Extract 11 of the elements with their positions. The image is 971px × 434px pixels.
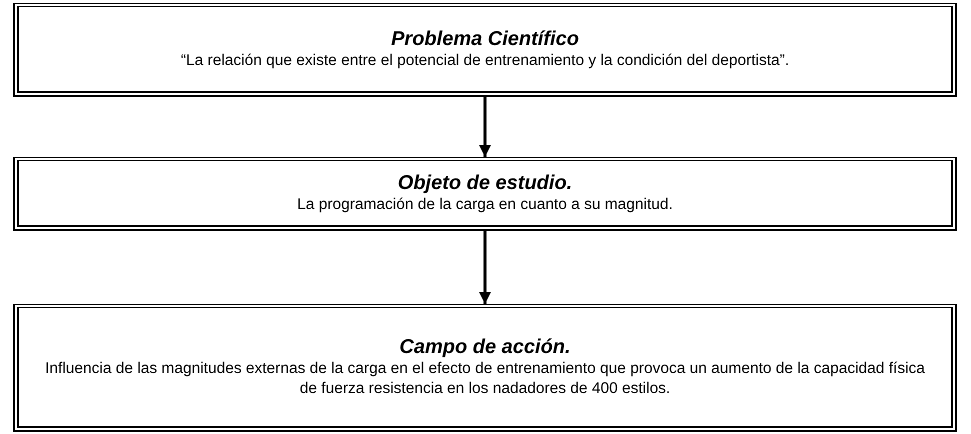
box-description: “La relación que existe entre el potencial de entrenamiento y la condición del deportista”. xyxy=(180,51,790,71)
box-heading: Campo de acción. xyxy=(399,335,571,359)
box-description: La programación de la carga en cuanto a su magnitud. xyxy=(296,195,674,215)
box-heading: Problema Científico xyxy=(391,27,579,51)
box-heading: Objeto de estudio. xyxy=(398,171,572,195)
text-box xyxy=(13,304,957,432)
box-description: Influencia de las magnitudes externas de la carga en el efecto de entrenamiento que provoca un aumento de la capacidad física de fuerza resistencia en los nadadores de 400 estilos. xyxy=(44,359,926,399)
text-box xyxy=(13,3,957,97)
arrow xyxy=(479,97,491,157)
text-box xyxy=(13,157,957,231)
arrow xyxy=(479,231,491,304)
